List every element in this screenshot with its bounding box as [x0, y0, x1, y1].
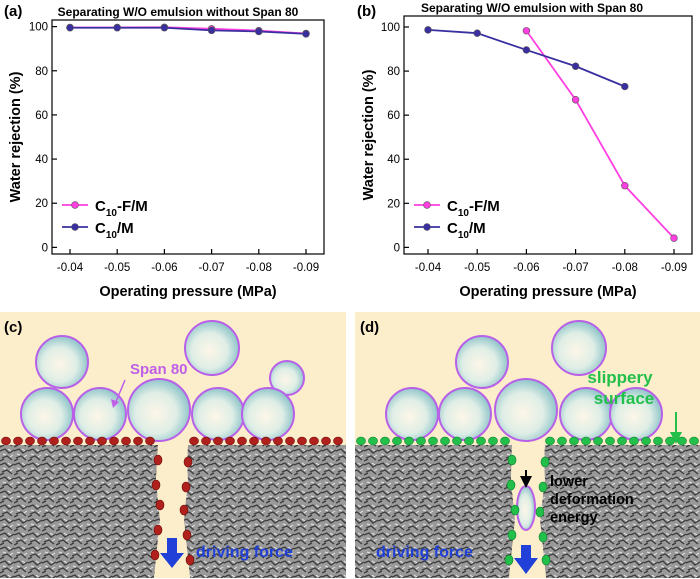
- data-point: [522, 46, 531, 54]
- x-tick-label: -0.07: [562, 262, 588, 274]
- data-point: [255, 27, 263, 36]
- y-tick-label: 60: [35, 110, 48, 122]
- chart-a: (a) Separating W/O emulsion without Span…: [4, 3, 325, 300]
- data-point: [160, 24, 169, 32]
- y-tick-label: 40: [35, 154, 48, 166]
- data-point: [113, 24, 121, 32]
- membrane-right-block: [184, 445, 346, 578]
- chart-b-y-axis-label: Water rejection (%): [361, 69, 377, 200]
- slippery-surface-molecules: [356, 436, 699, 566]
- y-tick-label: 80: [35, 66, 48, 78]
- driving-force-label-d: driving force: [376, 544, 473, 561]
- chart-a-title: Separating W/O emulsion without Span 80: [58, 5, 299, 19]
- chart-a-y-ticks: 0 20 40 60 80 100: [29, 22, 57, 254]
- legend-marker: [423, 223, 431, 231]
- driving-force-label-c: driving force: [196, 544, 293, 561]
- data-point: [621, 181, 629, 190]
- x-tick-label: -0.08: [246, 262, 272, 274]
- deformation-label-line1: lower: [550, 474, 588, 490]
- panel-b-label: (b): [357, 3, 376, 20]
- driving-force-arrow-c: [160, 538, 184, 568]
- legend-marker: [71, 223, 79, 231]
- legend-label: C10/M: [95, 220, 134, 241]
- x-tick-label: -0.06: [151, 262, 177, 274]
- chart-b: (b) Separating W/O emulsion with Span 80…: [357, 1, 693, 300]
- data-point: [424, 26, 432, 34]
- x-tick-label: -0.05: [464, 262, 490, 274]
- series-line-1: [70, 26, 307, 35]
- chart-a-series: [66, 23, 310, 38]
- data-point: [571, 96, 580, 104]
- x-tick-label: -0.09: [661, 262, 687, 274]
- data-point: [670, 234, 678, 242]
- legend-marker: [71, 201, 79, 209]
- chart-a-y-axis-label: Water rejection (%): [8, 71, 24, 202]
- y-tick-label: 60: [387, 110, 400, 122]
- x-tick-label: -0.07: [198, 262, 224, 274]
- panel-a-label: (a): [4, 3, 22, 20]
- chart-b-plot-frame: [403, 15, 693, 255]
- driving-force-arrow-d: [514, 545, 538, 574]
- chart-b-x-axis-label: Operating pressure (MPa): [459, 284, 636, 300]
- y-tick-label: 40: [387, 154, 400, 166]
- span80-label: Span 80: [130, 361, 188, 378]
- schematic-c: (c) Span 80 driving force: [0, 312, 346, 578]
- x-tick-label: -0.05: [104, 262, 130, 274]
- y-tick-label: 0: [42, 242, 48, 254]
- y-tick-label: 20: [387, 198, 400, 210]
- membrane-left-block-d: [355, 445, 515, 578]
- x-tick-label: -0.09: [293, 262, 319, 274]
- y-tick-label: 100: [29, 22, 48, 34]
- legend-label: C10-F/M: [447, 198, 500, 219]
- deformation-label-line2: deformation: [550, 492, 634, 508]
- x-tick-label: -0.06: [513, 262, 539, 274]
- droplets-d: [385, 320, 663, 531]
- data-point: [66, 24, 74, 32]
- y-tick-label: 80: [387, 66, 400, 78]
- series-line-1: [427, 28, 626, 88]
- schematic-d: (d) slippery surface lower deformation e…: [355, 312, 700, 578]
- chart-a-x-axis-label: Operating pressure (MPa): [99, 284, 276, 300]
- span80-pointer-arrow: [114, 379, 126, 405]
- legend-label: C10-F/M: [95, 198, 148, 219]
- y-tick-label: 0: [394, 242, 400, 254]
- membrane-left-block: [0, 445, 160, 578]
- data-point: [522, 27, 531, 35]
- data-point: [473, 29, 481, 37]
- legend-marker: [423, 201, 431, 209]
- x-tick-label: -0.08: [612, 262, 638, 274]
- slippery-label-line2: surface: [594, 389, 654, 408]
- span80-molecules: [1, 436, 343, 566]
- legend-label: C10/M: [447, 220, 486, 241]
- x-tick-label: -0.04: [415, 262, 442, 274]
- y-tick-label: 100: [381, 22, 400, 34]
- deformed-droplet: [516, 485, 536, 531]
- data-point: [621, 82, 629, 91]
- slippery-label-line1: slippery: [587, 368, 653, 387]
- membrane-right-block-d: [540, 445, 700, 578]
- data-point: [571, 62, 580, 70]
- panel-c-label: (c): [4, 319, 22, 336]
- chart-a-x-ticks: -0.04 -0.05 -0.06 -0.07 -0.08 -0.09: [57, 249, 319, 274]
- y-tick-label: 20: [35, 198, 48, 210]
- chart-b-series: [424, 26, 678, 242]
- chart-b-x-ticks: -0.04 -0.05 -0.06 -0.07 -0.08 -0.09: [415, 249, 687, 274]
- panel-d-label: (d): [360, 319, 379, 336]
- pore-channel: [154, 445, 190, 578]
- data-point: [207, 26, 216, 35]
- chart-b-y-ticks: 0 20 40 60 80 100: [381, 22, 409, 254]
- deformation-label-line3: energy: [550, 510, 598, 526]
- x-tick-label: -0.04: [57, 262, 84, 274]
- series-line-0: [525, 30, 675, 239]
- chart-a-plot-frame: [51, 19, 325, 255]
- data-point: [302, 30, 310, 38]
- chart-b-title: Separating W/O emulsion with Span 80: [421, 1, 643, 15]
